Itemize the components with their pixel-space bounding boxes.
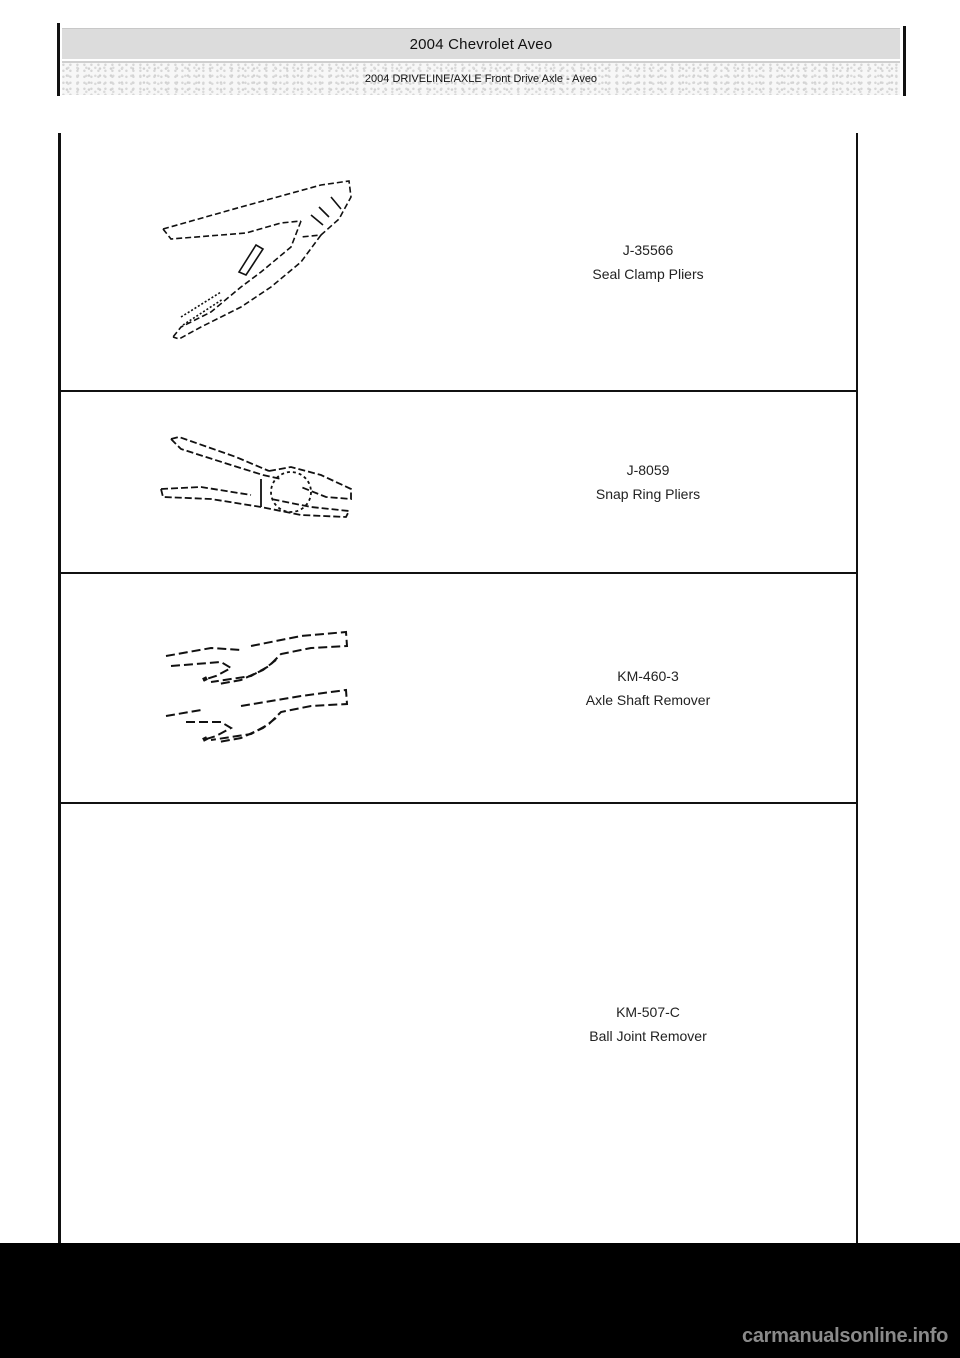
tool-label: J-35566 Seal Clamp Pliers: [548, 133, 748, 390]
tool-number: J-8059: [626, 462, 670, 478]
tool-number: J-35566: [622, 241, 674, 258]
tool-number: KM-460-3: [617, 668, 679, 684]
tool-name: Axle Shaft Remover: [585, 692, 711, 708]
table-row: KM-507-C Ball Joint Remover: [61, 804, 856, 1243]
header-left-rule: [57, 23, 60, 96]
table-row: J-8059 Snap Ring Pliers: [61, 392, 856, 574]
axle-shaft-remover-illustration-icon: [61, 574, 461, 802]
page-title: 2004 Chevrolet Aveo: [62, 28, 900, 59]
page-subtitle: 2004 DRIVELINE/AXLE Front Drive Axle - A…: [62, 61, 900, 95]
special-tools-table: J-35566 Seal Clamp Pliers J-8059 Snap: [58, 133, 858, 1243]
manual-page: 2004 Chevrolet Aveo 2004 DRIVELINE/AXLE …: [57, 23, 906, 1243]
tool-name: Seal Clamp Pliers: [592, 265, 704, 282]
tool-label: J-8059 Snap Ring Pliers: [548, 392, 748, 572]
table-row: J-35566 Seal Clamp Pliers: [61, 133, 856, 392]
seal-clamp-pliers-illustration-icon: [61, 133, 461, 390]
footer-bar: carmanualsonline.info: [0, 1243, 960, 1358]
ball-joint-remover-illustration-icon: [61, 804, 461, 1243]
tool-label: KM-460-3 Axle Shaft Remover: [548, 574, 748, 802]
header-right-rule: [903, 26, 906, 96]
snap-ring-pliers-illustration-icon: [61, 392, 461, 572]
tool-label: KM-507-C Ball Joint Remover: [548, 804, 748, 1243]
watermark-link[interactable]: carmanualsonline.info: [742, 1325, 948, 1347]
tool-name: Snap Ring Pliers: [595, 486, 701, 502]
tool-number: KM-507-C: [616, 1003, 680, 1020]
tool-name: Ball Joint Remover: [589, 1027, 707, 1044]
table-row: KM-460-3 Axle Shaft Remover: [61, 574, 856, 804]
